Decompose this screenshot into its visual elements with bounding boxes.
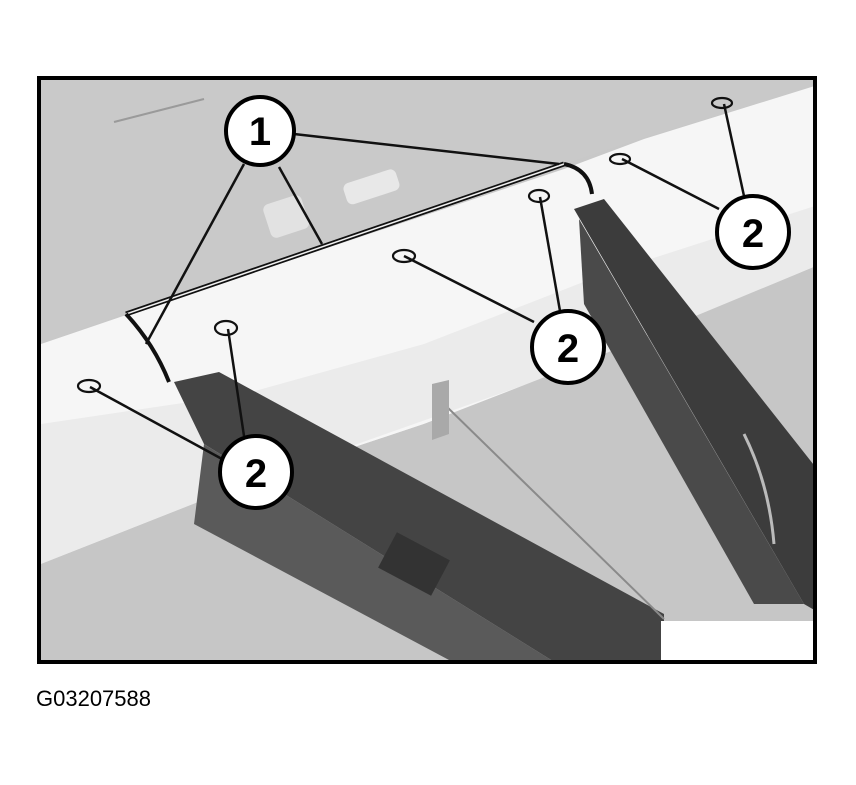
callout-1: 1 [224,95,296,167]
callout-2-left: 2 [218,434,294,510]
diagram-frame: 1 2 2 2 [37,76,817,664]
callout-layer: 1 2 2 2 [218,95,791,510]
callout-1-label: 1 [249,110,271,154]
callout-2-top-right: 2 [715,194,791,270]
callout-2-label: 2 [557,327,579,371]
callout-2-label: 2 [245,452,267,496]
callout-2-center: 2 [530,309,606,385]
callout-2-label: 2 [742,212,764,256]
figure-id-label: G03207588 [36,686,151,711]
